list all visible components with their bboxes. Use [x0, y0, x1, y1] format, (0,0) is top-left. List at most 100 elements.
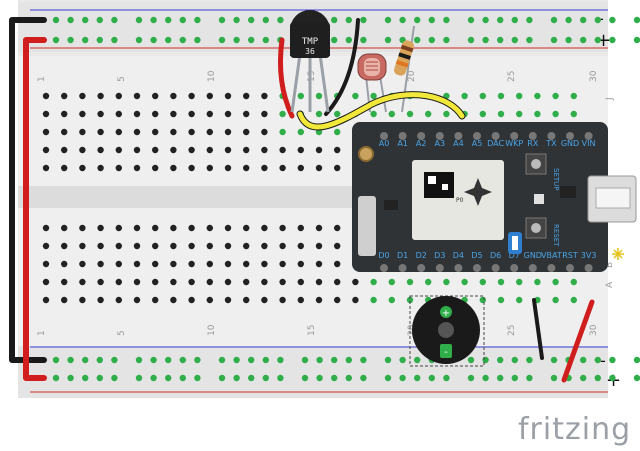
breadboard-hole	[133, 224, 141, 232]
breadboard-hole	[115, 128, 123, 136]
breadboard-hole	[516, 110, 523, 118]
breadboard-hole	[297, 128, 304, 136]
breadboard-hole	[224, 164, 232, 172]
breadboard-hole	[425, 110, 432, 118]
breadboard-hole	[60, 92, 68, 100]
breadboard-hole	[111, 36, 118, 44]
sensor-label-line1: TMP	[302, 37, 319, 47]
bottom-col-number: 30	[589, 324, 599, 336]
breadboard-hole	[115, 260, 123, 268]
breadboard-hole	[360, 36, 367, 44]
breadboard-hole	[279, 224, 286, 232]
breadboard-hole	[42, 260, 50, 268]
breadboard-hole	[511, 16, 518, 24]
bottom-pin-label: D5	[471, 251, 482, 260]
breadboard-hole	[633, 356, 640, 364]
breadboard-hole	[479, 296, 486, 304]
breadboard-hole	[334, 224, 341, 232]
header-pin	[398, 132, 407, 140]
breadboard-hole	[277, 16, 284, 24]
breadboard-hole	[60, 296, 68, 304]
breadboard-hole	[152, 242, 159, 250]
particle-logo-icon	[464, 178, 492, 206]
breadboard-hole	[82, 356, 89, 364]
breadboard-hole	[565, 16, 572, 24]
breadboard-hole	[261, 92, 268, 100]
breadboard-hole	[633, 16, 640, 24]
breadboard-hole	[42, 224, 50, 232]
breadboard-hole	[497, 92, 505, 100]
breadboard-hole	[461, 92, 468, 100]
sensor-power-wire	[277, 37, 295, 119]
breadboard-hole	[479, 278, 486, 286]
breadboard-hole	[67, 374, 74, 382]
sensor-label-line2: 36	[305, 47, 315, 56]
breadboard-hole	[165, 374, 172, 382]
board-chip	[384, 200, 398, 210]
breadboard-hole	[96, 356, 104, 364]
breadboard-hole	[534, 92, 541, 100]
wire-end	[41, 375, 47, 381]
breadboard-hole	[550, 356, 558, 364]
breadboard-hole	[165, 356, 172, 364]
breadboard-hole	[467, 374, 475, 382]
breadboard-hole	[152, 278, 159, 286]
breadboard-hole	[315, 164, 323, 172]
breadboard-hole	[188, 260, 195, 268]
breadboard-hole	[261, 224, 268, 232]
breadboard-hole	[594, 374, 601, 382]
breadboard-hole	[206, 92, 213, 100]
breadboard-hole	[97, 128, 104, 136]
setup-button-cap[interactable]	[531, 159, 541, 169]
header-pin	[491, 132, 500, 140]
breadboard-hole	[297, 296, 304, 304]
bottom-col-number: 15	[307, 325, 317, 336]
breadboard-hole	[133, 164, 141, 172]
breadboard-hole	[233, 36, 240, 44]
top-pin-label: A4	[453, 139, 464, 148]
reset-button-cap[interactable]	[531, 223, 541, 233]
breadboard-hole	[79, 278, 86, 286]
breadboard-hole	[570, 296, 577, 304]
breadboard-hole	[224, 224, 232, 232]
breadboard-hole	[206, 278, 213, 286]
breadboard-hole	[360, 356, 367, 364]
breadboard-hole	[165, 16, 172, 24]
breadboard-hole	[526, 16, 533, 24]
breadboard-hole	[79, 164, 86, 172]
breadboard-hole	[414, 16, 421, 24]
breadboard-hole	[52, 356, 60, 364]
breadboard-hole	[315, 296, 323, 304]
breadboard-hole	[497, 36, 504, 44]
breadboard-diagram: - + - + 1 5 10 15 20 25 30 1 5 10 15 20 …	[9, 0, 640, 398]
breadboard-hole	[388, 278, 395, 286]
breadboard-hole	[479, 110, 486, 118]
breadboard-hole	[315, 224, 323, 232]
bottom-pin-label: 3V3	[581, 251, 597, 260]
row-letter: B	[605, 262, 615, 268]
breadboard-hole	[60, 242, 68, 250]
bottom-pin-label: D4	[453, 251, 464, 260]
breadboard-hole	[526, 374, 533, 382]
breadboard-hole	[570, 278, 577, 286]
module-label: P0	[456, 197, 464, 204]
breadboard-hole	[370, 92, 377, 100]
breadboard-hole	[248, 356, 255, 364]
breadboard-hole	[334, 242, 341, 250]
usb-port-icon	[595, 187, 631, 209]
breadboard-hole	[52, 16, 60, 24]
top-col-number: 30	[589, 70, 599, 82]
breadboard-hole	[233, 374, 240, 382]
breadboard-hole	[79, 92, 86, 100]
breadboard-hole	[297, 164, 304, 172]
breadboard-hole	[224, 128, 232, 136]
header-pin	[584, 132, 593, 140]
breadboard-hole	[370, 278, 377, 286]
breadboard-hole	[297, 278, 304, 286]
breadboard-hole	[331, 374, 338, 382]
breadboard-hole	[206, 110, 213, 118]
breadboard-hole	[170, 260, 177, 268]
bottom-col-number: 5	[117, 330, 127, 336]
